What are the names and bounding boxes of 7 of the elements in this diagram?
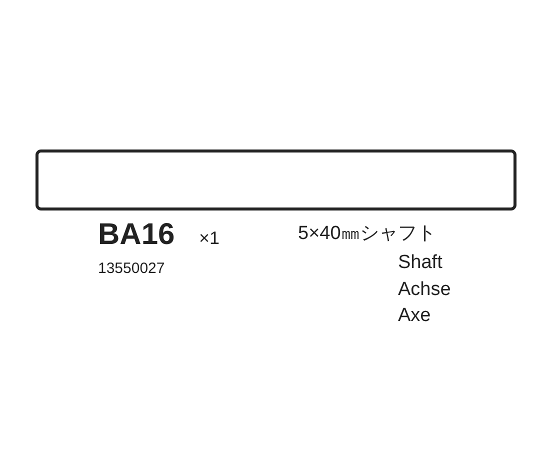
quantity: ×1 (199, 229, 220, 247)
part-name: Shaft (398, 253, 442, 272)
part-number: 13550027 (98, 261, 165, 276)
part-name: Achse (398, 280, 451, 299)
part-code: BA16 (98, 220, 175, 250)
part-name: Axe (398, 306, 431, 325)
part-name: 5×40㎜シャフト (298, 224, 436, 243)
